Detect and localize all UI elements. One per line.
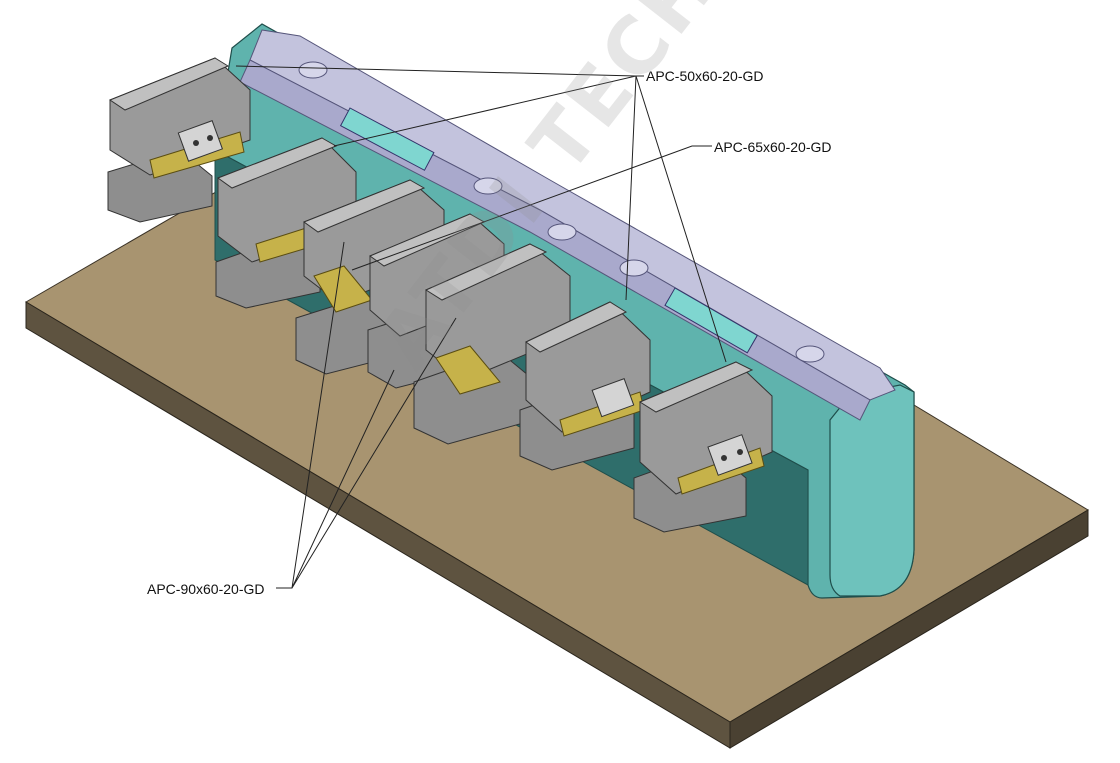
part-boss-5 bbox=[795, 345, 825, 363]
part-boss-1 bbox=[298, 61, 328, 79]
part-boss-3 bbox=[547, 223, 577, 241]
part-boss-2 bbox=[473, 177, 503, 195]
clamp-units bbox=[107, 57, 773, 533]
leader-lines bbox=[235, 65, 727, 589]
part-boss-4 bbox=[619, 259, 649, 277]
callout-apc-65: APC-65x60-20-GD bbox=[714, 139, 832, 155]
leader-apc-50 bbox=[235, 65, 727, 363]
clamp-unit bbox=[519, 301, 651, 471]
clamp-unit bbox=[633, 361, 773, 533]
callout-apc-50: APC-50x60-20-GD bbox=[646, 68, 764, 84]
callout-apc-90: APC-90x60-20-GD bbox=[147, 581, 265, 597]
fixture-end-block bbox=[829, 384, 915, 597]
leader-apc-90 bbox=[276, 241, 457, 589]
part-window-2 bbox=[664, 287, 758, 354]
clamp-unit bbox=[107, 57, 251, 223]
part-window-1 bbox=[339, 107, 435, 171]
base-plate-right-side bbox=[729, 509, 1089, 749]
part-panel bbox=[239, 29, 896, 421]
leader-apc-65 bbox=[351, 145, 712, 271]
